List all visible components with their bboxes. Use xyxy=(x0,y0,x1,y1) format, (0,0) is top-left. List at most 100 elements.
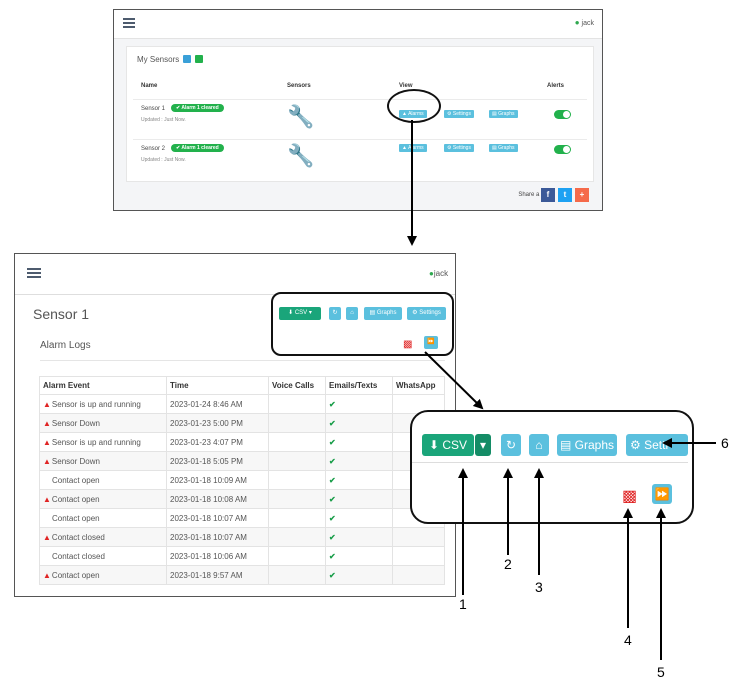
check-icon: ✔ xyxy=(329,475,336,485)
chart-icon: ▤ xyxy=(369,310,376,316)
home-button[interactable]: ⌂ xyxy=(346,307,358,320)
zoom-trash-icon[interactable]: ▩ xyxy=(622,488,638,505)
bell-icon: ▲ xyxy=(402,145,407,151)
alerts-toggle[interactable] xyxy=(554,145,571,154)
trash-icon[interactable]: ▩ xyxy=(403,339,413,350)
status-badge: ✔ Alarm 1 cleared xyxy=(171,144,224,152)
fast-forward-button[interactable]: ⏩ xyxy=(424,336,438,349)
check-icon: ✔ xyxy=(329,494,336,504)
alarm-event-text: Sensor is up and running xyxy=(51,399,141,409)
main-user-menu[interactable]: ●jack xyxy=(429,269,448,278)
cell-alarm-event: ▲Contact closed xyxy=(39,527,167,547)
callout-number-1: 1 xyxy=(459,596,467,612)
cell-alarm-event: ▲Sensor Down xyxy=(39,451,167,471)
caret-down-icon: ▾ xyxy=(479,438,487,452)
graphs-button[interactable]: ▤ Graphs xyxy=(489,144,518,152)
refresh-button[interactable]: ↻ xyxy=(329,307,341,320)
cell-voice-calls xyxy=(268,451,326,471)
settings-label: Settings xyxy=(452,145,471,151)
home-icon: ⌂ xyxy=(350,310,354,316)
check-icon: ✔ xyxy=(329,437,336,447)
badge-text: Alarm 1 cleared xyxy=(181,145,219,151)
alarm-event-text: Sensor Down xyxy=(51,456,100,466)
zoom-fast-forward-button[interactable]: ⏩ xyxy=(652,484,672,504)
alarm-event-text: Sensor is up and running xyxy=(51,437,141,447)
cell-voice-calls xyxy=(268,413,326,433)
alarm-event-text: Contact open xyxy=(52,475,100,485)
alarms-label: Alarms xyxy=(408,145,424,151)
sensor-updated: Updated : Just Now. xyxy=(141,157,186,163)
table-header-row: Alarm Event Time Voice Calls Emails/Text… xyxy=(39,376,445,395)
col-sensors: Sensors xyxy=(287,83,311,89)
sensor-name: Sensor 1 xyxy=(141,106,166,112)
graphs-button[interactable]: ▤ Graphs xyxy=(489,110,518,118)
divider xyxy=(40,360,445,361)
edit-icon[interactable] xyxy=(183,55,192,63)
cell-time: 2023-01-18 9:57 AM xyxy=(166,565,269,585)
col-view: View xyxy=(399,83,413,89)
csv-button[interactable]: ⬇ CSV ▾ xyxy=(279,307,321,320)
facebook-icon[interactable]: f xyxy=(541,188,555,202)
settings-button[interactable]: ⚙ Settings xyxy=(407,307,446,320)
check-icon: ✔ xyxy=(329,570,336,580)
zoom-graphs-label: Graphs xyxy=(574,438,615,452)
zoom-csv-button[interactable]: ⬇ CSV xyxy=(422,434,474,456)
alarm-event-text: Contact open xyxy=(52,513,100,523)
twitter-icon[interactable]: t xyxy=(558,188,572,202)
check-icon: ✔ xyxy=(329,513,336,523)
bell-icon: ▲ xyxy=(43,437,51,447)
sensor-updated: Updated : Just Now. xyxy=(141,117,186,123)
zoom-refresh-button[interactable]: ↻ xyxy=(501,434,521,456)
plus-icon[interactable]: + xyxy=(575,188,589,202)
sensor-row: Sensor 2 ✔ Alarm 1 cleared Updated : Jus… xyxy=(133,139,587,178)
alarms-highlight xyxy=(387,89,441,123)
menu-icon[interactable] xyxy=(27,268,41,280)
sensors-title-text: My Sensors xyxy=(137,55,180,64)
col-alerts: Alerts xyxy=(547,83,565,89)
cell-emails-texts: ✔ xyxy=(325,451,393,471)
zoom-csv-label: CSV xyxy=(442,438,468,452)
sensors-title: My Sensors xyxy=(137,55,204,64)
sensor-name: Sensor 2 xyxy=(141,146,166,152)
chart-icon: ▤ xyxy=(492,145,497,151)
graphs-button[interactable]: ▤ Graphs xyxy=(364,307,402,320)
page-title: Sensor 1 xyxy=(33,306,90,322)
chart-icon: ▤ xyxy=(492,111,497,117)
download-icon: ⬇ xyxy=(428,438,440,452)
gear-icon: ⚙ xyxy=(630,438,641,452)
gear-icon: ⚙ xyxy=(412,310,418,316)
settings-label: Settings xyxy=(452,111,471,117)
top-screenshot: ● jack My Sensors Name Sensors View Aler… xyxy=(113,9,603,211)
cell-whatsapp xyxy=(392,565,445,585)
top-header: ● jack xyxy=(114,10,602,39)
col-name: Name xyxy=(141,83,158,89)
check-icon: ✔ xyxy=(329,399,336,409)
share-label: Share a word xyxy=(518,192,554,198)
menu-icon[interactable] xyxy=(123,18,135,30)
graphs-label: Graphs xyxy=(376,310,397,316)
cell-voice-calls xyxy=(268,565,326,585)
callout-number-6: 6 xyxy=(721,435,729,451)
settings-button[interactable]: ⚙ Settings xyxy=(444,110,474,118)
download-icon: ⬇ xyxy=(288,310,294,316)
callout-number-3: 3 xyxy=(535,579,543,595)
check-circle-icon: ✔ xyxy=(176,105,181,111)
settings-button[interactable]: ⚙ Settings xyxy=(444,144,474,152)
user-icon: ● xyxy=(574,18,580,27)
sensors-card: My Sensors Name Sensors View Alerts Sens… xyxy=(126,46,594,182)
top-user-menu[interactable]: ● jack xyxy=(575,18,594,27)
alerts-toggle[interactable] xyxy=(554,110,571,119)
bell-icon: ▲ xyxy=(43,494,51,504)
alarm-event-text: Contact closed xyxy=(51,532,105,542)
tools-icon: 🔧 xyxy=(287,143,315,168)
section-title: Alarm Logs xyxy=(40,340,91,351)
gear-icon: ⚙ xyxy=(447,111,452,117)
callout-number-4: 4 xyxy=(624,632,632,648)
add-icon[interactable] xyxy=(195,55,204,63)
alarm-event-text: Contact open xyxy=(51,570,100,580)
cell-alarm-event: ▲Contact open xyxy=(39,489,167,509)
zoom-graphs-button[interactable]: ▤ Graphs xyxy=(557,434,617,456)
zoom-home-button[interactable]: ⌂ xyxy=(529,434,549,456)
zoom-csv-dropdown[interactable]: ▾ xyxy=(475,434,491,456)
